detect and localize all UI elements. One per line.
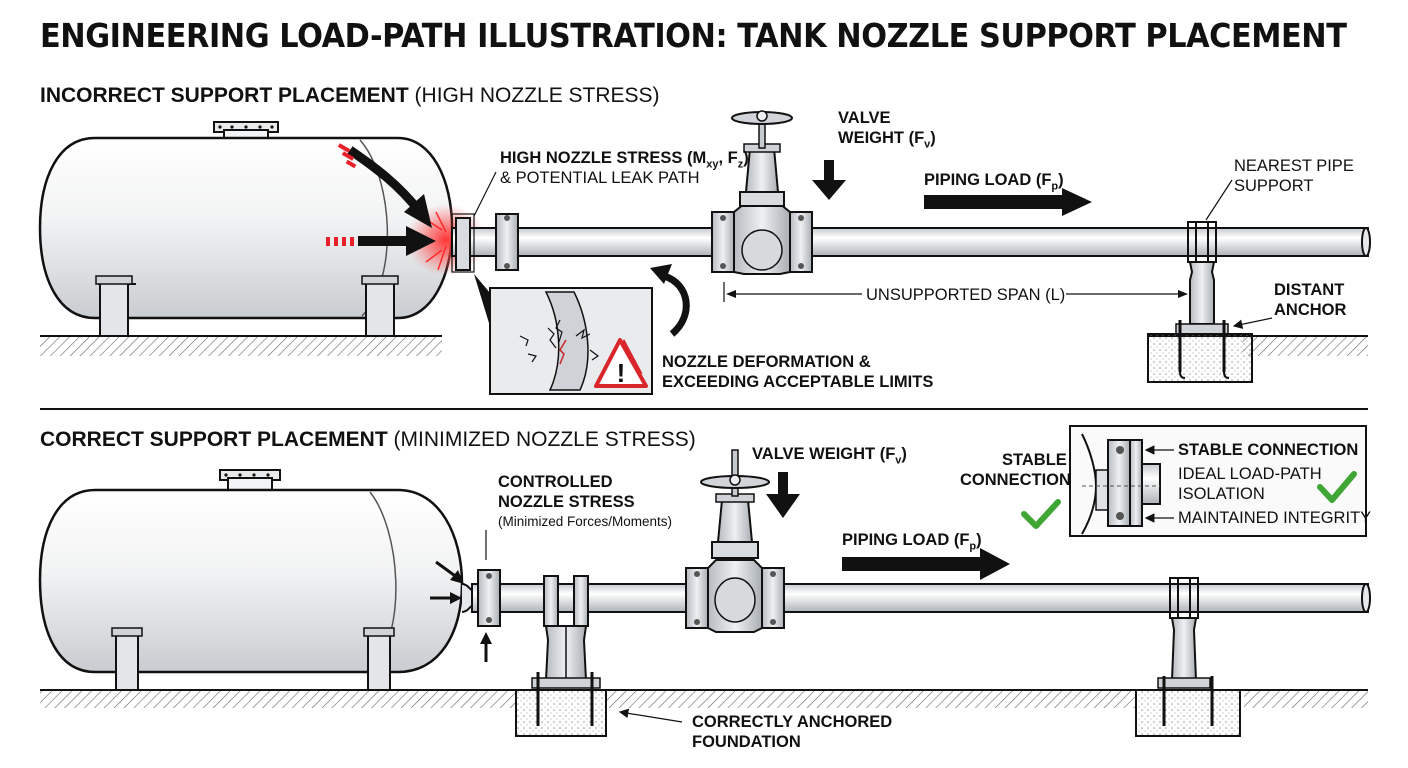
piping-load-label-bottom: PIPING LOAD (Fp) xyxy=(842,530,982,556)
moment-arrow xyxy=(662,272,690,337)
distant-anchor-label: DISTANT xyxy=(1274,281,1345,299)
controlled-stress-label-2: NOZZLE STRESS xyxy=(498,493,635,511)
deformation-label: NOZZLE DEFORMATION & xyxy=(662,353,871,371)
correct-heading-text: CORRECT SUPPORT PLACEMENT xyxy=(40,428,388,451)
high-stress-end: ) xyxy=(743,149,749,167)
incorrect-heading-text: INCORRECT SUPPORT PLACEMENT xyxy=(40,84,409,107)
crack-icon xyxy=(519,319,600,363)
correct-section-heading: CORRECT SUPPORT PLACEMENT (MINIMIZED NOZ… xyxy=(40,428,696,452)
pipe xyxy=(471,583,1369,613)
stable-label-2: CONNECTION xyxy=(960,471,1071,489)
correct-scene xyxy=(38,425,1371,737)
gate-valve xyxy=(711,110,813,275)
gate-valve xyxy=(685,449,785,633)
inset-stable-label: STABLE CONNECTION xyxy=(1178,441,1359,459)
tank xyxy=(38,469,464,691)
valve-weight-end-bottom: ) xyxy=(901,445,907,463)
anchored-foundation-label-2: FOUNDATION xyxy=(692,733,801,751)
distant-anchor-label-2: ANCHOR xyxy=(1274,301,1347,319)
piping-load-end: ) xyxy=(1058,171,1064,189)
pipe-flange xyxy=(495,213,519,271)
valve-weight-sub-bottom: v xyxy=(895,454,902,467)
high-stress-sub2: z xyxy=(737,158,744,171)
deformation-label-2: EXCEEDING ACCEPTABLE LIMITS xyxy=(662,373,934,391)
force-arrow-icon xyxy=(842,557,982,571)
force-arrow-icon xyxy=(358,236,412,246)
warning-symbol: ! xyxy=(617,358,626,388)
valve-weight-label-2: WEIGHT (Fv) xyxy=(838,128,936,154)
anchored-foundation-label: CORRECTLY ANCHORED xyxy=(692,713,893,731)
valve-weight-text-bottom: VALVE WEIGHT (F xyxy=(752,445,896,463)
stable-connection-inset xyxy=(1069,425,1367,537)
valve-weight-sub: v xyxy=(924,138,931,151)
piping-load-end-bottom: ) xyxy=(976,531,982,549)
pipe xyxy=(451,227,1369,257)
leak-path-label: & POTENTIAL LEAK PATH xyxy=(500,169,700,187)
incorrect-section-heading: INCORRECT SUPPORT PLACEMENT (HIGH NOZZLE… xyxy=(40,84,660,108)
inset-integrity-label: MAINTAINED INTEGRITY xyxy=(1178,509,1372,527)
stable-label: STABLE xyxy=(1002,451,1067,469)
piping-load-sub-bottom: p xyxy=(969,540,977,553)
force-arrow-icon xyxy=(924,195,1064,209)
inset-ideal-label-2: ISOLATION xyxy=(1178,485,1265,503)
correct-heading-note: (MINIMIZED NOZZLE STRESS) xyxy=(393,428,696,451)
valve-weight-text: WEIGHT (F xyxy=(838,129,925,147)
distant-anchor xyxy=(1147,317,1273,383)
force-arrow-icon xyxy=(430,560,492,662)
force-arrow-icon xyxy=(824,160,834,184)
check-icon xyxy=(1021,499,1061,529)
controlled-stress-note: (Minimized Forces/Moments) xyxy=(498,514,673,529)
high-stress-label: HIGH NOZZLE STRESS (Mxy, Fz) xyxy=(500,148,749,174)
piping-load-sub: p xyxy=(1051,180,1059,193)
ground-hatch xyxy=(1242,336,1368,356)
near-pipe-support xyxy=(515,575,607,737)
inset-ideal-label: IDEAL LOAD-PATH xyxy=(1178,465,1322,483)
incorrect-scene: ! xyxy=(38,110,1371,395)
high-stress-text: HIGH NOZZLE STRESS (M xyxy=(500,149,707,167)
piping-load-label: PIPING LOAD (Fp) xyxy=(924,170,1064,196)
incorrect-heading-note: (HIGH NOZZLE STRESS) xyxy=(414,84,660,107)
piping-load-text: PIPING LOAD (F xyxy=(924,171,1052,189)
nearest-support-label-2: SUPPORT xyxy=(1234,177,1314,195)
crack-detail-inset: ! xyxy=(474,274,653,395)
high-stress-sub1: xy xyxy=(706,158,719,171)
high-stress-mid: , F xyxy=(718,149,738,167)
valve-weight-label: VALVE xyxy=(838,109,891,127)
check-icon xyxy=(1317,471,1357,503)
nozzle-flange xyxy=(455,217,471,271)
unsupported-span-label: UNSUPPORTED SPAN (L) xyxy=(866,286,1066,304)
valve-weight-label-bottom: VALVE WEIGHT (Fv) xyxy=(752,444,907,470)
piping-load-text-bottom: PIPING LOAD (F xyxy=(842,531,970,549)
far-pipe-support xyxy=(1135,577,1241,737)
force-arrow-icon xyxy=(778,472,788,498)
ground-hatch xyxy=(40,336,442,356)
controlled-stress-label: CONTROLLED xyxy=(498,473,613,491)
nearest-support-label: NEAREST PIPE xyxy=(1234,157,1354,175)
ground-hatch xyxy=(40,690,516,708)
main-title: ENGINEERING LOAD-PATH ILLUSTRATION: TANK… xyxy=(40,16,1347,55)
tank xyxy=(38,121,454,337)
valve-weight-end: ) xyxy=(930,129,936,147)
nozzle-flange xyxy=(477,569,501,627)
